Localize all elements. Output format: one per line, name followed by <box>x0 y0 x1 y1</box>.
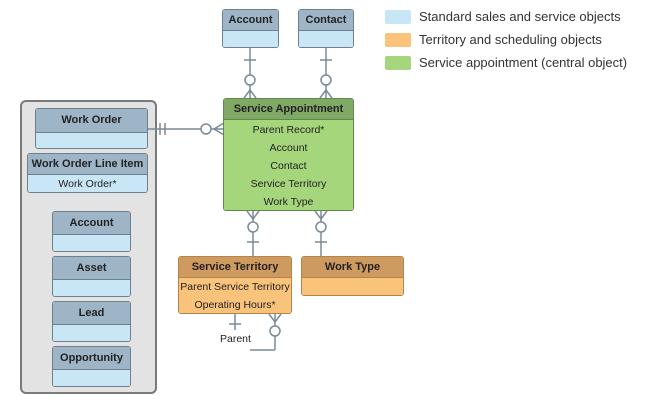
connector-crowfoot <box>246 210 260 221</box>
connector-circle <box>320 74 332 86</box>
entity-body <box>302 278 403 295</box>
connector-crowfoot <box>212 122 225 136</box>
connector-crowfoot <box>243 88 257 99</box>
entity-body <box>299 31 353 47</box>
entity-opportunity: Opportunity <box>52 346 131 387</box>
legend-label: Standard sales and service objects <box>419 9 621 24</box>
entity-body <box>36 133 147 148</box>
entity-body: Parent Record* Account Contact Service T… <box>224 120 353 210</box>
entity-title: Opportunity <box>53 347 130 370</box>
parent-relationship-label: Parent <box>220 333 251 345</box>
field-account: Account <box>269 142 308 154</box>
entity-title: Work Order Line Item <box>28 154 147 175</box>
connector-crowfoot <box>314 210 328 221</box>
field-contact: Contact <box>270 160 307 172</box>
entity-contact-top: Contact <box>298 9 354 48</box>
legend-label: Service appointment (central object) <box>419 55 628 70</box>
entity-asset: Asset <box>52 256 131 297</box>
entity-title: Account <box>53 212 130 235</box>
connector-crowfoot <box>268 313 282 324</box>
entity-title: Contact <box>299 10 353 31</box>
entity-account-top: Account <box>222 9 279 48</box>
entity-body <box>53 370 130 386</box>
connector-circle <box>269 325 281 337</box>
entity-title: Work Type <box>302 257 403 278</box>
entity-title: Account <box>223 10 278 31</box>
entity-body <box>53 325 130 341</box>
entity-work-type: Work Type <box>301 256 404 296</box>
connector-circle <box>200 123 212 135</box>
entity-title: Service Appointment <box>224 99 353 120</box>
legend-swatch-green <box>385 56 411 70</box>
entity-work-order: Work Order <box>35 108 148 149</box>
legend-swatch-blue <box>385 10 411 24</box>
field-service-territory: Service Territory <box>250 178 327 190</box>
entity-body: Parent Service Territory Operating Hours… <box>179 278 291 313</box>
entity-body <box>53 235 130 251</box>
connector-circle <box>315 221 327 233</box>
field-work-type: Work Type <box>263 196 314 208</box>
field-parent-record: Parent Record* <box>252 124 325 136</box>
connector-crowfoot <box>319 88 333 99</box>
legend-label: Territory and scheduling objects <box>419 32 602 47</box>
entity-body <box>223 31 278 47</box>
entity-title: Work Order <box>36 109 147 133</box>
entity-service-territory: Service Territory Parent Service Territo… <box>178 256 292 314</box>
entity-title: Lead <box>53 302 130 325</box>
entity-body <box>53 280 130 296</box>
legend-swatch-orange <box>385 33 411 47</box>
connector-circle <box>244 74 256 86</box>
entity-service-appointment: Service Appointment Parent Record* Accou… <box>223 98 354 211</box>
connector-circle <box>247 221 259 233</box>
entity-lead: Lead <box>52 301 131 342</box>
entity-title: Asset <box>53 257 130 280</box>
field-work-order: Work Order* <box>28 175 147 192</box>
entity-work-order-line-item: Work Order Line Item Work Order* <box>27 153 148 193</box>
field-operating-hours: Operating Hours* <box>194 299 276 311</box>
field-parent-service-territory: Parent Service Territory <box>180 281 290 293</box>
entity-title: Service Territory <box>179 257 291 278</box>
entity-account-group: Account <box>52 211 131 252</box>
